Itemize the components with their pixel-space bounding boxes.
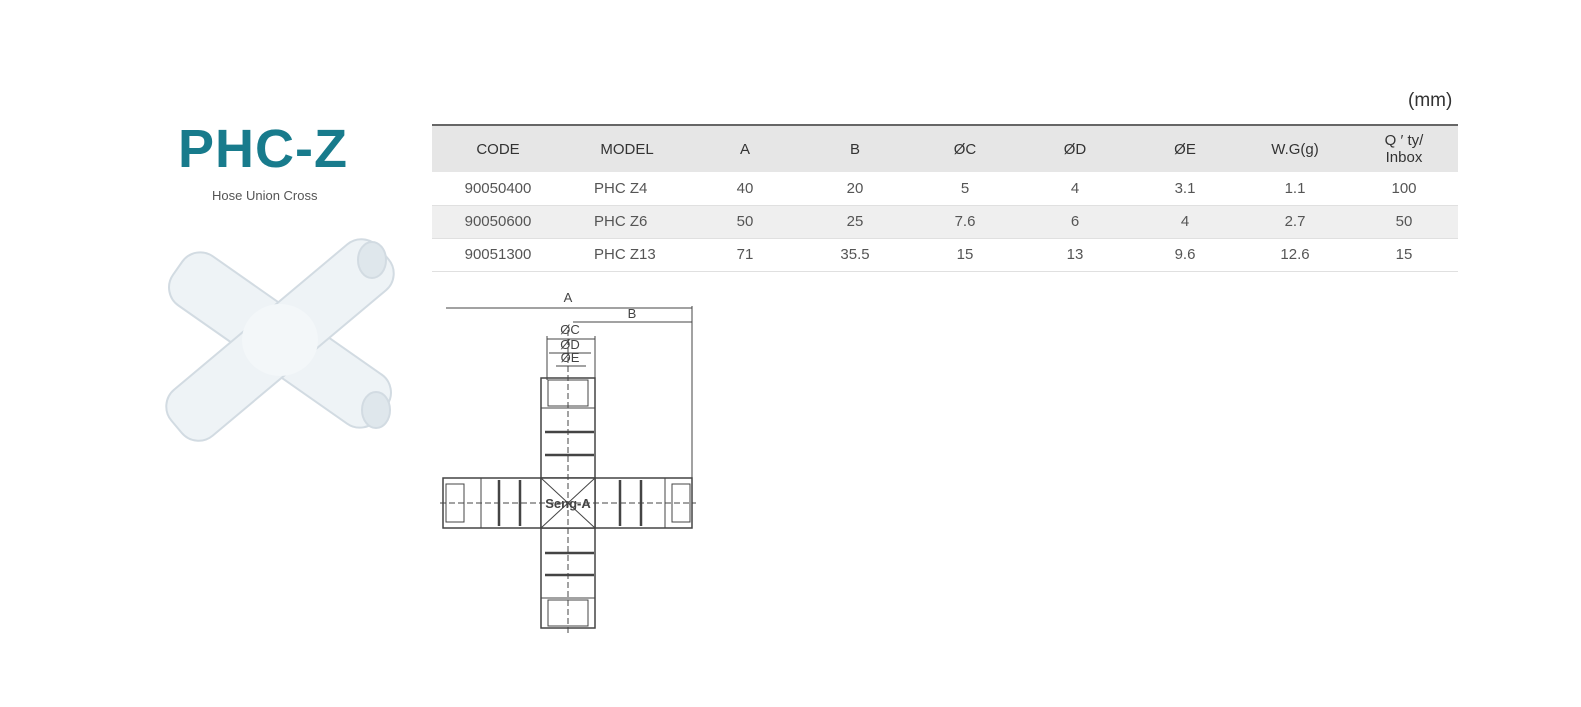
- cell-c: 15: [956, 246, 974, 263]
- cell-qty: 15: [1395, 246, 1413, 263]
- dim-b-label: B: [628, 306, 637, 321]
- header-model: MODEL: [600, 140, 654, 158]
- cell-model: PHC Z6: [594, 213, 648, 230]
- cell-code: 90050400: [464, 179, 532, 197]
- brand-mark: Seng-A: [545, 496, 591, 511]
- dim-c-label: ØC: [560, 322, 580, 337]
- cell-d: 4: [1070, 179, 1080, 197]
- header-e: ØE: [1174, 140, 1196, 158]
- cell-a: 40: [736, 179, 754, 197]
- cell-d: 6: [1070, 213, 1080, 230]
- header-weight: W.G(g): [1271, 140, 1319, 158]
- cell-b: 25: [846, 213, 864, 230]
- cell-code: 90050600: [464, 213, 532, 230]
- dim-d-label: ØD: [560, 337, 580, 352]
- cell-b: 20: [846, 179, 864, 197]
- cell-c: 5: [960, 179, 970, 197]
- cell-code: 90051300: [464, 246, 532, 263]
- header-a: A: [739, 140, 750, 158]
- cell-b: 35.5: [840, 246, 870, 263]
- cell-e: 9.6: [1174, 246, 1196, 263]
- dim-e-label: ØE: [561, 350, 580, 365]
- cell-e: 3.1: [1174, 179, 1196, 197]
- cell-e: 4: [1180, 213, 1190, 230]
- header-b: B: [849, 140, 860, 158]
- spec-table: CODE MODEL A B ØC ØD ØE W.G(g) Q ′ ty/In…: [432, 124, 1458, 272]
- cell-model: PHC Z13: [594, 246, 656, 263]
- table-row: 90051300 PHC Z13 71 35.5 15 13 9.6 12.6 …: [432, 238, 1458, 271]
- cell-model: PHC Z4: [594, 179, 648, 197]
- table-row: 90050400 PHC Z4 40 20 5 4 3.1 1.1 100: [432, 172, 1458, 205]
- cell-a: 71: [736, 246, 754, 263]
- cell-c: 7.6: [954, 213, 976, 230]
- header-code: CODE: [476, 140, 520, 158]
- cell-weight: 12.6: [1280, 246, 1310, 263]
- header-d: ØD: [1063, 140, 1087, 158]
- table-row: 90050600 PHC Z6 50 25 7.6 6 4 2.7 50: [432, 205, 1458, 238]
- header-qty: Q ′ ty/Inbox: [1350, 125, 1458, 172]
- header-qty-line2: Inbox: [1385, 149, 1423, 166]
- cell-weight: 2.7: [1284, 213, 1306, 230]
- cell-a: 50: [736, 213, 754, 230]
- table-header: CODE MODEL A B ØC ØD ØE W.G(g) Q ′ ty/In…: [432, 125, 1458, 172]
- cell-d: 13: [1066, 246, 1084, 263]
- cell-weight: 1.1: [1284, 179, 1306, 197]
- header-qty-line1: Q ′ ty/: [1384, 132, 1424, 149]
- cell-qty: 100: [1391, 179, 1417, 197]
- cell-qty: 50: [1395, 213, 1413, 230]
- product-title: PHC-Z: [178, 119, 348, 179]
- unit-label: (mm): [1408, 90, 1453, 111]
- product-subtitle: Hose Union Cross: [212, 188, 318, 203]
- dim-a-label: A: [564, 290, 573, 305]
- header-c: ØC: [953, 140, 977, 158]
